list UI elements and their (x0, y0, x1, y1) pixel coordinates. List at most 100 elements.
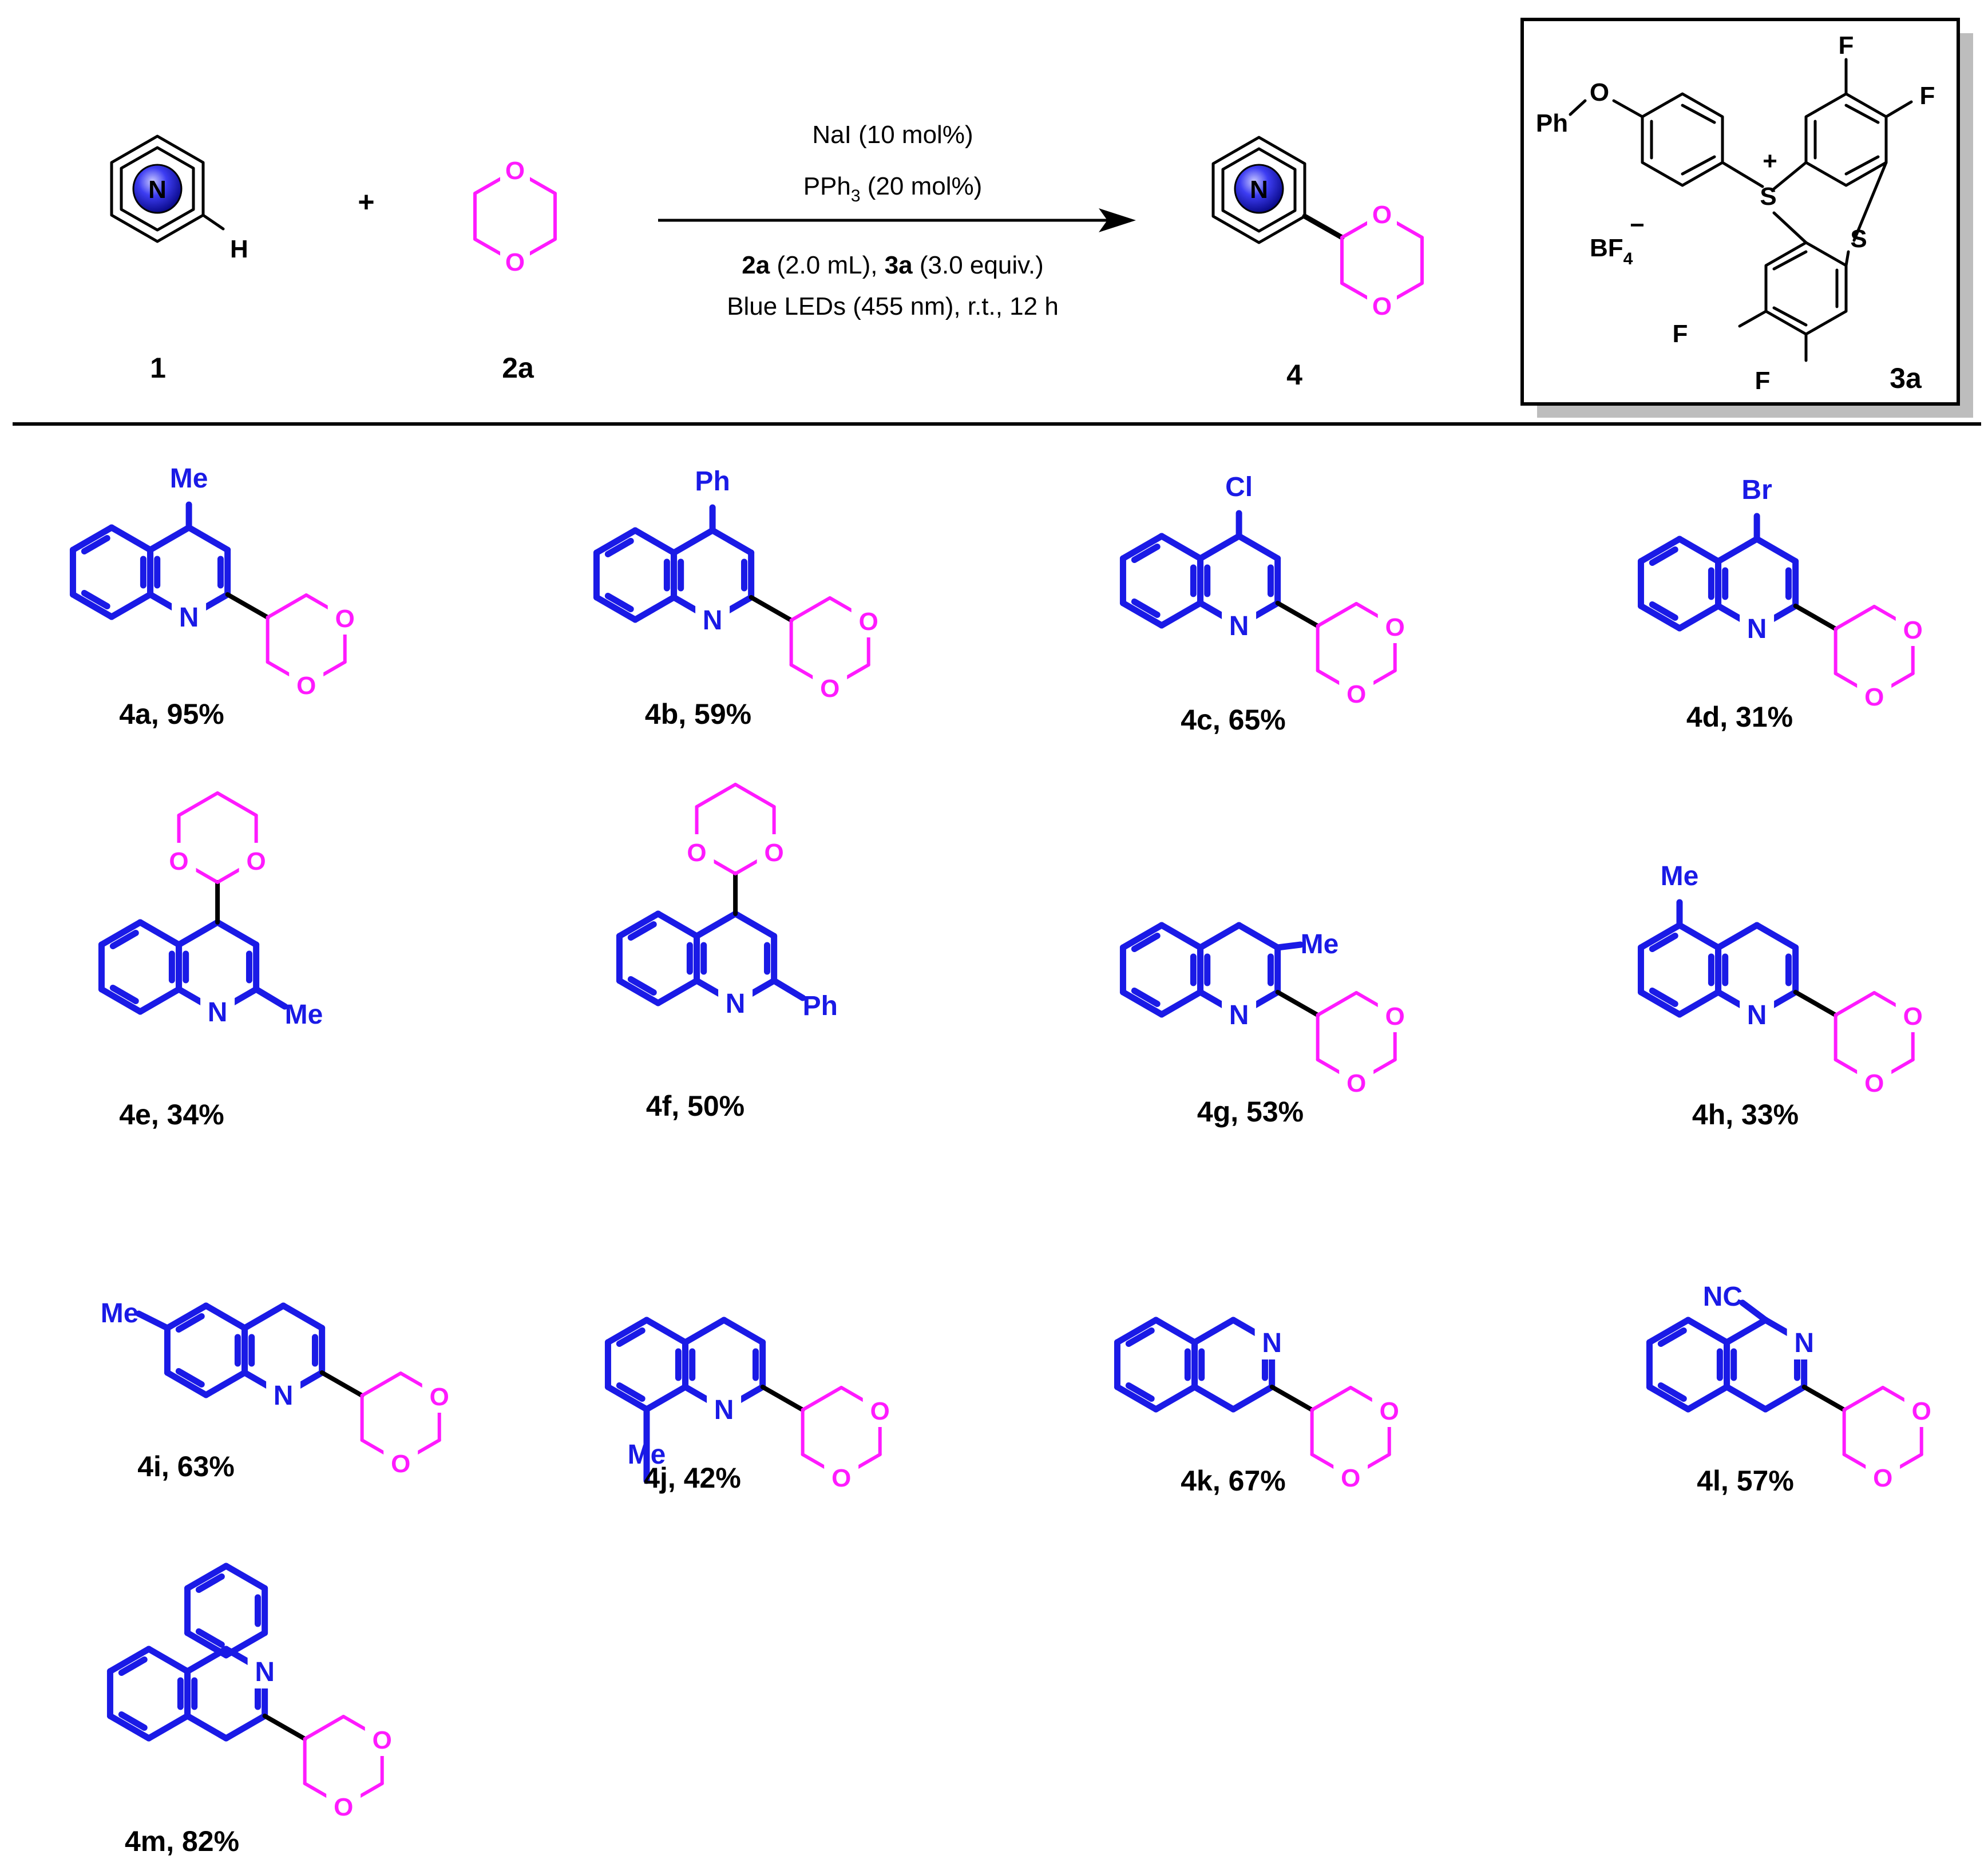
n-atom: N (255, 1657, 275, 1687)
o-atom: O (820, 675, 839, 703)
n-atom: N (714, 1395, 734, 1425)
product-label: 4m, 82% (125, 1825, 239, 1857)
o-atom: O (169, 847, 188, 875)
substituent-label: Me (1301, 929, 1339, 960)
n-ball (132, 164, 183, 214)
o-atom: O (831, 1464, 851, 1492)
product-4-n-atom: N (1250, 176, 1268, 204)
o-atom: O (1903, 616, 1923, 644)
n-ball (1234, 164, 1284, 214)
o-atom: O (335, 605, 355, 633)
product-scope: N O O Me 4a, 95% N O O Ph 4b, 59% N O O Cl 4c, 65% N O O B… (69, 463, 1939, 1857)
reagent-s-atom: S (1850, 225, 1867, 253)
product-label: 4b, 59% (645, 698, 751, 730)
reagent-f-atom: F (1755, 367, 1771, 395)
condition-line-1: NaI (10 mol%) (812, 121, 973, 149)
condition-line-3: 2a (2.0 mL), 3a (3.0 equiv.) (742, 251, 1043, 279)
substituent-label: Me (1661, 861, 1699, 891)
o-atom: O (430, 1383, 449, 1411)
reagent-box-frame (1520, 18, 1960, 406)
reagent-o-atom: O (1590, 78, 1609, 106)
reagent-3a-label: 3a (1890, 362, 1922, 394)
n-atom: N (208, 997, 228, 1028)
reagent-s-plus-atom: S (1760, 183, 1776, 211)
o-atom: O (1372, 201, 1392, 229)
product-4-label: 4 (1286, 359, 1302, 391)
product-label: 4k, 67% (1181, 1465, 1285, 1497)
o-atom: O (296, 672, 316, 700)
o-atom: O (1380, 1397, 1399, 1425)
product-4b: N O O Ph 4b, 59% (593, 466, 886, 730)
n-atom: N (179, 602, 199, 633)
o-atom: O (247, 847, 266, 875)
reagent-f-atom: F (1839, 31, 1854, 60)
product-label: 4l, 57% (1697, 1465, 1794, 1497)
n-atom: N (1229, 611, 1249, 641)
product-4k: N O O 4k, 67% (1114, 1317, 1407, 1497)
o-atom: O (859, 608, 878, 636)
reaction-conditions: NaI (10 mol%) PPh3 (20 mol%) 2a (2.0 mL)… (658, 121, 1136, 320)
n-atom: N (1229, 1000, 1249, 1030)
substituent-label: Ph (803, 991, 838, 1021)
reagent-plus-charge: + (1763, 147, 1777, 175)
product-4i: N O O Me 4i, 63% (101, 1298, 457, 1482)
reactant-1-n-atom: N (148, 176, 167, 204)
product-4c: N O O Cl 4c, 65% (1119, 472, 1412, 736)
reactant-1-heteroarene: N H (110, 134, 248, 263)
substituent-label: Ph (695, 466, 730, 497)
condition-line-4: Blue LEDs (455 nm), r.t., 12 h (727, 292, 1059, 320)
product-label: 4c, 65% (1181, 704, 1285, 736)
o-atom: O (1347, 680, 1366, 708)
n-atom: N (274, 1381, 294, 1411)
substituent-label: Me (628, 1440, 666, 1470)
product-4e: N O O Me 4e, 34% (98, 791, 323, 1131)
o-atom: O (1873, 1464, 1892, 1492)
product-4a: N O O Me 4a, 95% (69, 463, 362, 730)
product-label: 4e, 34% (119, 1099, 224, 1131)
product-label: 4f, 50% (646, 1090, 744, 1122)
reactant-2a-label: 2a (502, 352, 534, 384)
reagent-f-atom: F (1920, 82, 1935, 110)
o-atom: O (334, 1793, 353, 1821)
product-label: 4j, 42% (644, 1462, 741, 1494)
substituent-label: Me (170, 463, 208, 494)
o-atom: O (687, 839, 706, 867)
substituent-label: Br (1741, 475, 1772, 505)
o-atom: O (1385, 1002, 1405, 1030)
substituent-label: Cl (1225, 472, 1253, 502)
o-atom: O (505, 248, 525, 276)
o-atom: O (391, 1450, 410, 1478)
substituent-label: Me (101, 1298, 139, 1329)
o-atom: O (505, 157, 525, 185)
reagent-f-atom: F (1673, 320, 1688, 348)
plus-sign: + (358, 186, 374, 218)
reagent-bf4-anion: BF4 (1590, 234, 1633, 268)
n-atom: N (1747, 1000, 1767, 1030)
product-label: 4d, 31% (1686, 701, 1793, 733)
product-4-generic: N O O (1211, 136, 1424, 321)
o-atom: O (1864, 683, 1884, 711)
n-atom: N (703, 605, 723, 636)
o-atom: O (1341, 1464, 1360, 1492)
o-atom: O (1864, 1069, 1884, 1097)
product-label: 4i, 63% (137, 1450, 235, 1482)
o-atom: O (1903, 1002, 1923, 1030)
o-atom: O (1385, 613, 1405, 641)
reactant-2a-dioxane: O O (473, 156, 557, 277)
product-label: 4a, 95% (119, 698, 224, 730)
o-atom: O (765, 839, 784, 867)
reactant-1-h-atom: H (230, 235, 248, 263)
condition-line-2: PPh3 (20 mol%) (803, 172, 983, 205)
n-atom: N (1262, 1328, 1282, 1358)
reagent-bf4-charge: − (1630, 211, 1645, 239)
o-atom: O (1372, 292, 1392, 320)
substituent-label: Me (285, 1000, 323, 1030)
reagent-box-3a: Ph O S + S F F F F BF4 − 3a (1520, 18, 1973, 418)
